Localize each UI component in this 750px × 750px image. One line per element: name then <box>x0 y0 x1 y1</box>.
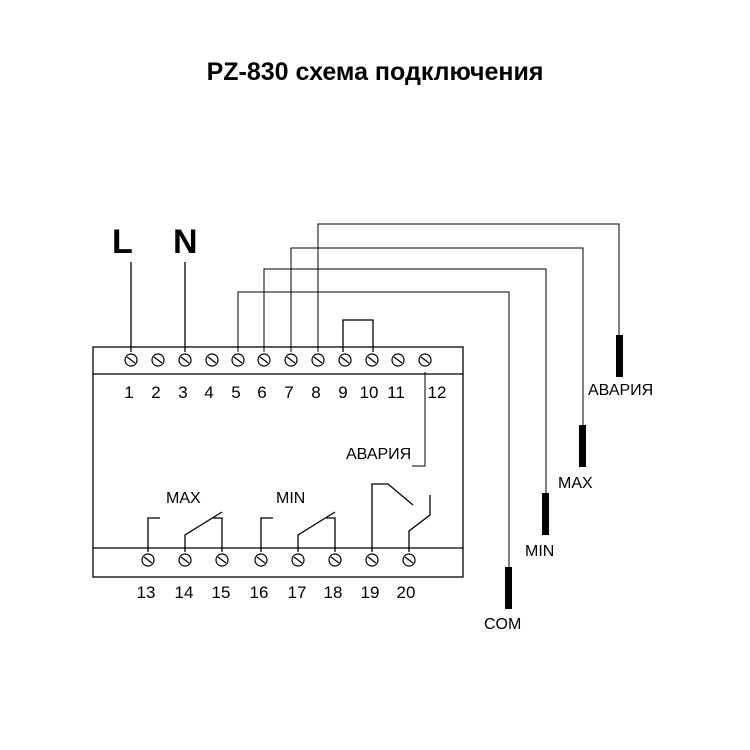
top-terminal-block <box>124 353 432 367</box>
terminal-screw-5 <box>231 353 245 367</box>
alarm-internal-wire <box>412 372 426 467</box>
terminal-number-15: 15 <box>212 583 231 602</box>
internal-label-alarm: АВАРИЯ <box>346 446 411 463</box>
terminal-number-6: 6 <box>257 383 266 402</box>
terminal-screw-6 <box>257 353 271 367</box>
terminal-screw-20 <box>402 553 416 567</box>
sensor-wires <box>237 223 620 568</box>
page-title: PZ-830 схема подключения <box>206 58 544 86</box>
terminal-number-5: 5 <box>231 383 240 402</box>
terminal-screw-10 <box>365 353 379 367</box>
terminal-screw-1 <box>124 353 138 367</box>
terminal-number-9: 9 <box>338 383 347 402</box>
supply-wires <box>130 262 186 352</box>
probes <box>505 335 623 609</box>
terminal-screw-17 <box>291 553 305 567</box>
min-probe <box>542 493 549 535</box>
bottom-terminal-block <box>141 553 416 567</box>
terminal-number-19: 19 <box>361 583 380 602</box>
terminal-number-4: 4 <box>204 383 213 402</box>
terminal-screw-8 <box>311 353 325 367</box>
terminal-number-13: 13 <box>137 583 156 602</box>
terminal-screw-16 <box>254 553 268 567</box>
bottom-terminal-numbers: 13 14 15 16 17 18 19 20 <box>137 583 416 602</box>
terminal-screw-18 <box>328 553 342 567</box>
alarm-probe <box>616 335 623 377</box>
bridge-jumper <box>342 319 374 352</box>
terminal-number-18: 18 <box>324 583 343 602</box>
line-label: L <box>112 223 133 261</box>
terminal-screw-3 <box>178 353 192 367</box>
terminal-number-16: 16 <box>250 583 269 602</box>
relay-min-contact <box>260 511 336 552</box>
terminal-number-20: 20 <box>397 583 416 602</box>
terminal-number-11: 11 <box>387 383 405 402</box>
terminal-screw-13 <box>141 553 155 567</box>
relay-max-contact <box>147 511 223 552</box>
relay-alarm-contact <box>371 483 431 552</box>
relay-label-min: MIN <box>276 490 305 507</box>
terminal-screw-2 <box>151 353 165 367</box>
terminal-screw-7 <box>284 353 298 367</box>
max-probe <box>579 425 586 467</box>
terminal-screw-11 <box>391 353 405 367</box>
terminal-number-3: 3 <box>178 383 187 402</box>
probe-label-com: COM <box>484 616 521 633</box>
terminal-number-14: 14 <box>175 583 194 602</box>
device-body <box>92 346 464 578</box>
terminal-screw-4 <box>205 353 219 367</box>
terminal-screw-9 <box>338 353 352 367</box>
terminal-screw-15 <box>215 553 229 567</box>
terminal-number-2: 2 <box>151 383 160 402</box>
terminal-screw-19 <box>365 553 379 567</box>
relay-label-max: MAX <box>166 490 201 507</box>
probe-label-alarm: АВАРИЯ <box>588 382 653 399</box>
terminal-number-10: 10 <box>360 383 379 402</box>
terminal-screw-12 <box>418 353 432 367</box>
terminal-number-7: 7 <box>284 383 293 402</box>
terminal-number-1: 1 <box>124 383 133 402</box>
com-probe <box>505 567 512 609</box>
probe-label-max: MAX <box>558 475 593 492</box>
terminal-number-8: 8 <box>311 383 320 402</box>
terminal-number-12: 12 <box>428 383 447 402</box>
neutral-label: N <box>173 223 198 261</box>
terminal-number-17: 17 <box>288 583 307 602</box>
probe-label-min: MIN <box>525 543 554 560</box>
terminal-screw-14 <box>178 553 192 567</box>
